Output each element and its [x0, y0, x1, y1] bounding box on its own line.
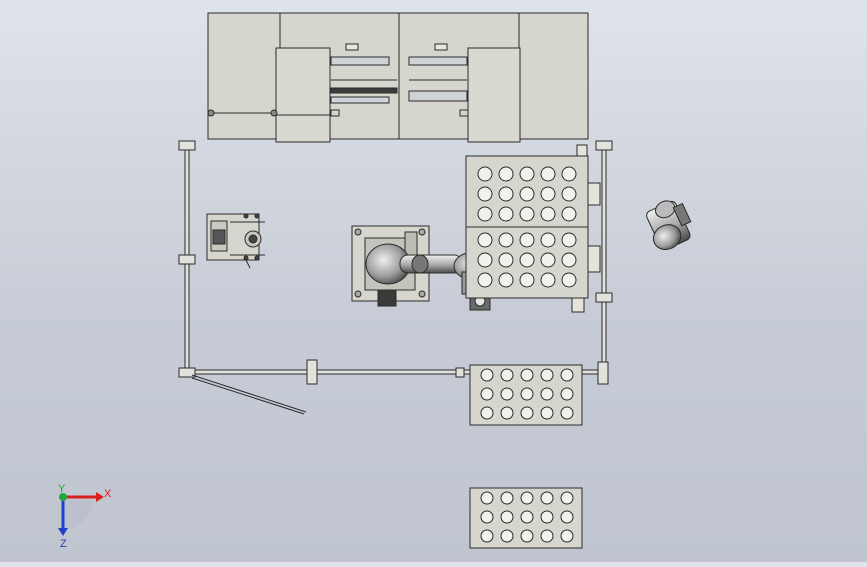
tray-pocket [561, 252, 577, 268]
tray-pocket [561, 272, 577, 288]
gripper-assembly[interactable] [640, 194, 698, 253]
part-feeder[interactable] [206, 213, 265, 269]
fence-post [178, 140, 196, 151]
tray-pocket [519, 166, 535, 182]
tray-pocket [540, 166, 556, 182]
tray-pocket [477, 252, 493, 268]
tray-pocket [519, 252, 535, 268]
tray-pocket [500, 529, 514, 543]
parts-tray-small-2[interactable] [469, 487, 583, 549]
parts-tray-small[interactable] [469, 364, 583, 426]
tray-pocket [480, 387, 494, 401]
tray-pocket [520, 491, 534, 505]
tray-pocket [500, 387, 514, 401]
tray-pocket [520, 510, 534, 524]
tray-pocket [498, 186, 514, 202]
tray-pocket [498, 252, 514, 268]
tray-pocket [540, 232, 556, 248]
tray-pocket [480, 406, 494, 420]
tray-pocket [560, 387, 574, 401]
tray-pocket [477, 206, 493, 222]
tray-pocket [477, 232, 493, 248]
tray-pocket [540, 206, 556, 222]
z-axis-label: Z [60, 538, 67, 550]
fence-post [595, 292, 613, 303]
tray-pocket [498, 206, 514, 222]
fence-post [178, 367, 196, 378]
tray-pocket [560, 529, 574, 543]
tray-pocket [480, 368, 494, 382]
tray-pocket [540, 272, 556, 288]
tray-pocket [540, 510, 554, 524]
tray-pocket [540, 387, 554, 401]
fence-post [306, 359, 318, 385]
tray-pocket [560, 368, 574, 382]
tray-pocket [480, 491, 494, 505]
tray-pocket [477, 166, 493, 182]
y-axis-label: Y [58, 483, 66, 495]
safety-fence[interactable] [178, 140, 613, 415]
tray-pocket [498, 166, 514, 182]
fence-post [178, 254, 196, 265]
tray-pocket [561, 186, 577, 202]
tray-pocket [519, 206, 535, 222]
tray-pocket [561, 232, 577, 248]
tray-pocket [540, 529, 554, 543]
tray-pocket [561, 166, 577, 182]
tray-pocket [540, 491, 554, 505]
tray-pocket [540, 252, 556, 268]
tray-pocket [540, 368, 554, 382]
tray-pocket [498, 232, 514, 248]
tray-pocket [500, 406, 514, 420]
tray-pocket [500, 491, 514, 505]
x-axis-label: X [104, 488, 112, 500]
machine-enclosure[interactable] [207, 12, 589, 143]
axis-triad: X Y Z [58, 483, 112, 550]
tray-pocket [480, 510, 494, 524]
tray-pocket [500, 510, 514, 524]
tray-pocket [520, 387, 534, 401]
tray-pocket [560, 510, 574, 524]
parts-tray-large[interactable] [465, 144, 601, 313]
tray-pocket [540, 406, 554, 420]
tray-pocket [519, 272, 535, 288]
tray-pocket [560, 491, 574, 505]
tray-pocket [480, 529, 494, 543]
tray-pocket [560, 406, 574, 420]
tray-pocket [519, 232, 535, 248]
fence-post [597, 361, 609, 385]
fence-post [595, 140, 613, 151]
tray-pocket [520, 529, 534, 543]
tray-pocket [500, 368, 514, 382]
tray-pocket [477, 186, 493, 202]
tray-pocket [477, 272, 493, 288]
tray-pocket [498, 272, 514, 288]
fence-post [455, 367, 465, 378]
tray-pocket [520, 406, 534, 420]
tray-pocket [540, 186, 556, 202]
tray-pocket [519, 186, 535, 202]
tray-pocket [561, 206, 577, 222]
tray-pocket [520, 368, 534, 382]
